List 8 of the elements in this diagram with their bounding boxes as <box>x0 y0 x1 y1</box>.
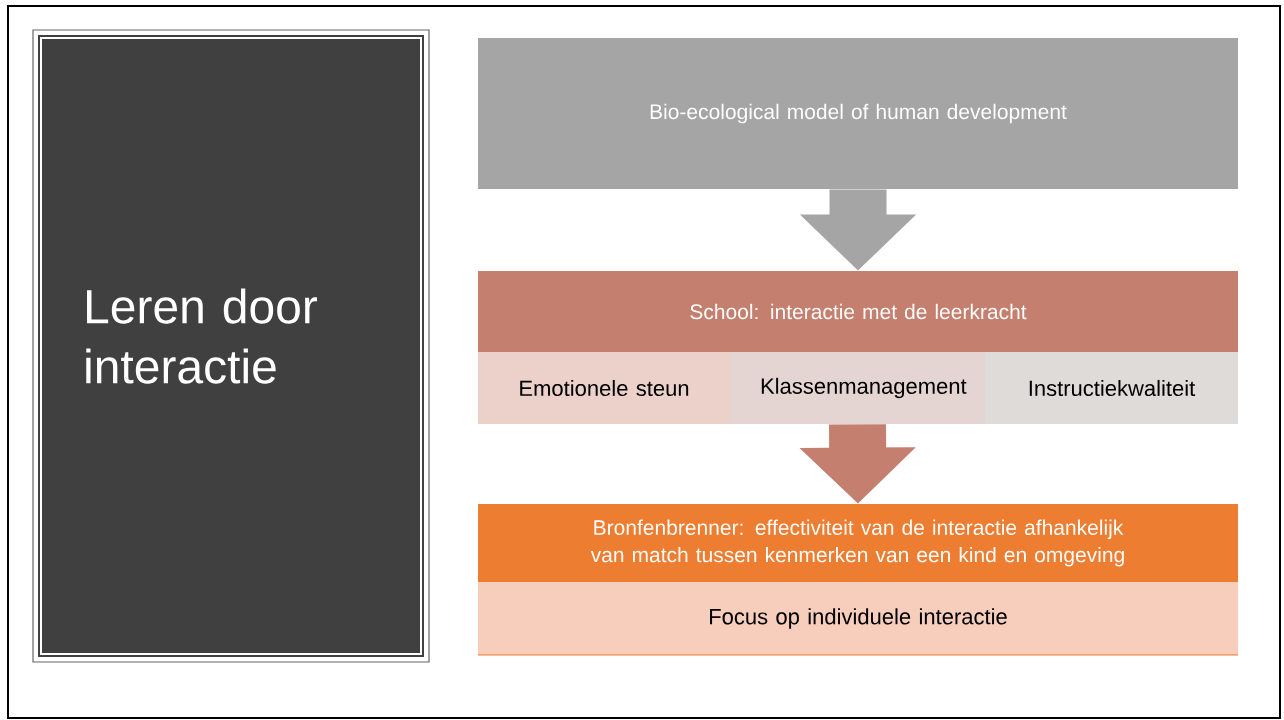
process-box: Bio-ecological model of human development <box>478 38 1238 189</box>
category-box: Instructiekwaliteit <box>985 352 1238 424</box>
category-box: Klassenmanagement <box>730 352 985 424</box>
process-box: School: interactie met de leerkracht <box>478 271 1238 352</box>
process-box: Focus op individuele interactie <box>477 582 1239 656</box>
process-box: Bronfenbrenner: effectiviteit van de interactie afhankelijk van match tussen kenmerken van een kind en omgeving <box>478 504 1238 582</box>
title-panel: Leren door interactie <box>32 29 430 663</box>
category-box: Emotionele steun <box>478 352 730 424</box>
